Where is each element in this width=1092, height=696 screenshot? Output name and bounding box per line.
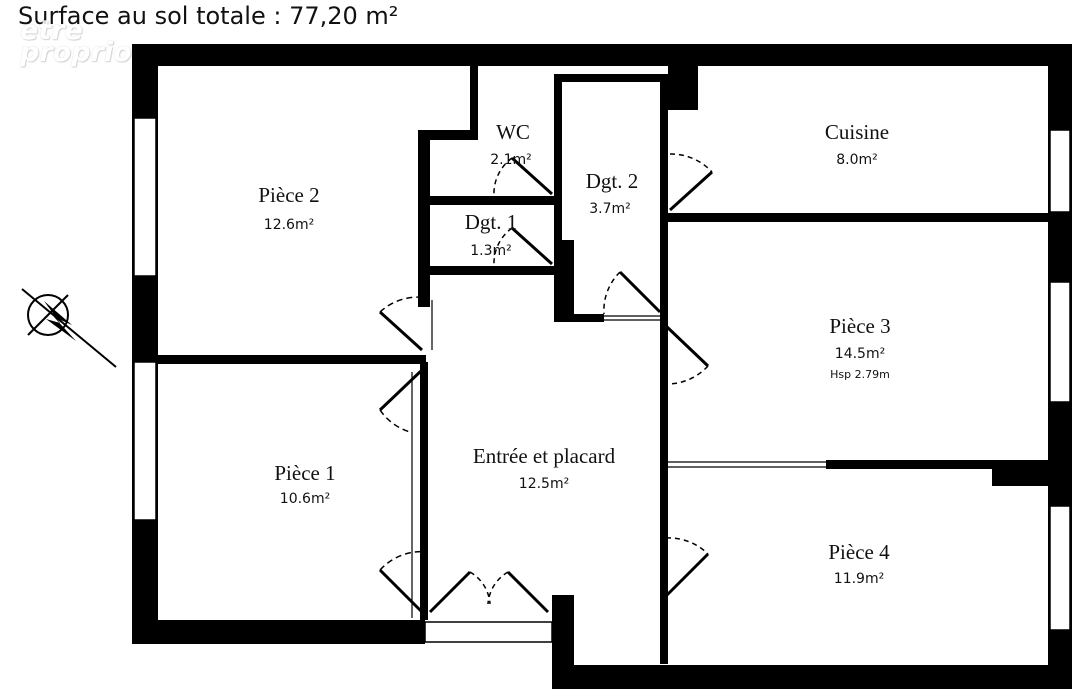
watermark-logo: etre proprio: [20, 15, 132, 68]
svg-text:Hsp 2.79m: Hsp 2.79m: [830, 368, 890, 381]
door-dgt1: [493, 226, 554, 267]
wall-dgt2-pillar: [554, 240, 574, 320]
svg-text:12.5m²: 12.5m²: [519, 476, 569, 492]
interior-walls: [156, 66, 1048, 664]
door-wc: [493, 156, 554, 197]
wall-piece2-right: [418, 135, 430, 307]
door-piece1-bottom: [378, 550, 429, 614]
door-cuisine: [668, 153, 714, 212]
top-wall: [132, 44, 1072, 66]
wall-dgt2-bottom: [554, 314, 604, 322]
bottom-left-wall: [132, 620, 425, 644]
svg-text:Pièce 3: Pièce 3: [829, 314, 890, 338]
wall-piece2-piece1: [156, 355, 426, 364]
svg-text:Entrée et placard: Entrée et placard: [473, 444, 616, 468]
door-dgt2: [603, 270, 662, 315]
entrance-jamb-wall: [552, 595, 574, 689]
door-piece2: [378, 296, 429, 352]
svg-text:Pièce 4: Pièce 4: [828, 540, 890, 564]
page-title: Surface au sol totale : 77,20 m²: [18, 2, 399, 30]
window-piece2: [133, 117, 157, 277]
wall-dgt2-left: [554, 74, 562, 244]
svg-text:10.6m²: 10.6m²: [280, 491, 330, 507]
svg-text:14.5m²: 14.5m²: [835, 346, 885, 362]
svg-text:WC: WC: [496, 120, 530, 144]
room-label-piece3: Pièce 3 14.5m² Hsp 2.79m: [829, 314, 890, 381]
kitchen-corner-pillar: [668, 66, 698, 110]
svg-text:Pièce 2: Pièce 2: [258, 183, 319, 207]
room-label-wc: WC 2.1m²: [490, 120, 532, 168]
window-piece4: [1049, 505, 1071, 631]
compass-north-icon: [21, 288, 117, 368]
windows: [133, 117, 1071, 643]
door-piece1-top: [378, 368, 424, 433]
window-piece3: [1049, 281, 1071, 403]
window-cuisine: [1049, 129, 1071, 213]
wall-central-right: [660, 74, 668, 664]
room-label-cuisine: Cuisine 8.0m²: [825, 120, 889, 168]
wall-cuisine-piece3: [668, 213, 1048, 222]
partitions: [411, 300, 826, 618]
wall-wc-step: [418, 130, 476, 140]
svg-text:3.7m²: 3.7m²: [589, 201, 631, 217]
window-piece1: [133, 361, 157, 521]
svg-text:Cuisine: Cuisine: [825, 120, 889, 144]
room-label-dgt2: Dgt. 2 3.7m²: [586, 169, 639, 217]
wall-wc-dgt1: [430, 196, 554, 205]
door-entrance-double: [428, 570, 550, 614]
doors: [378, 153, 714, 614]
door-piece3: [664, 324, 710, 385]
wall-dgt1-bottom: [430, 266, 554, 275]
room-label-piece1: Pièce 1 10.6m²: [274, 461, 335, 507]
wall-wc-left: [470, 66, 478, 140]
bottom-right-wall: [552, 665, 1072, 689]
wall-piece3-piece4: [826, 460, 1048, 469]
svg-text:Dgt. 1: Dgt. 1: [465, 210, 518, 234]
room-label-piece4: Pièce 4 11.9m²: [828, 540, 890, 587]
entrance-opening: [424, 621, 553, 643]
svg-text:11.9m²: 11.9m²: [834, 571, 884, 587]
svg-text:1.3m²: 1.3m²: [470, 243, 512, 259]
room-label-entree: Entrée et placard 12.5m²: [473, 444, 616, 492]
outer-walls: [132, 44, 1072, 689]
door-piece4: [664, 537, 710, 598]
svg-text:Dgt. 2: Dgt. 2: [586, 169, 639, 193]
wall-dgt2-top: [554, 74, 668, 82]
svg-text:Pièce 1: Pièce 1: [274, 461, 335, 485]
room-label-piece2: Pièce 2 12.6m²: [258, 183, 319, 233]
svg-text:12.6m²: 12.6m²: [264, 217, 314, 233]
svg-text:8.0m²: 8.0m²: [836, 152, 878, 168]
wall-entree-left: [420, 362, 428, 620]
svg-text:2.1m²: 2.1m²: [490, 152, 532, 168]
room-label-dgt1: Dgt. 1 1.3m²: [465, 210, 518, 259]
